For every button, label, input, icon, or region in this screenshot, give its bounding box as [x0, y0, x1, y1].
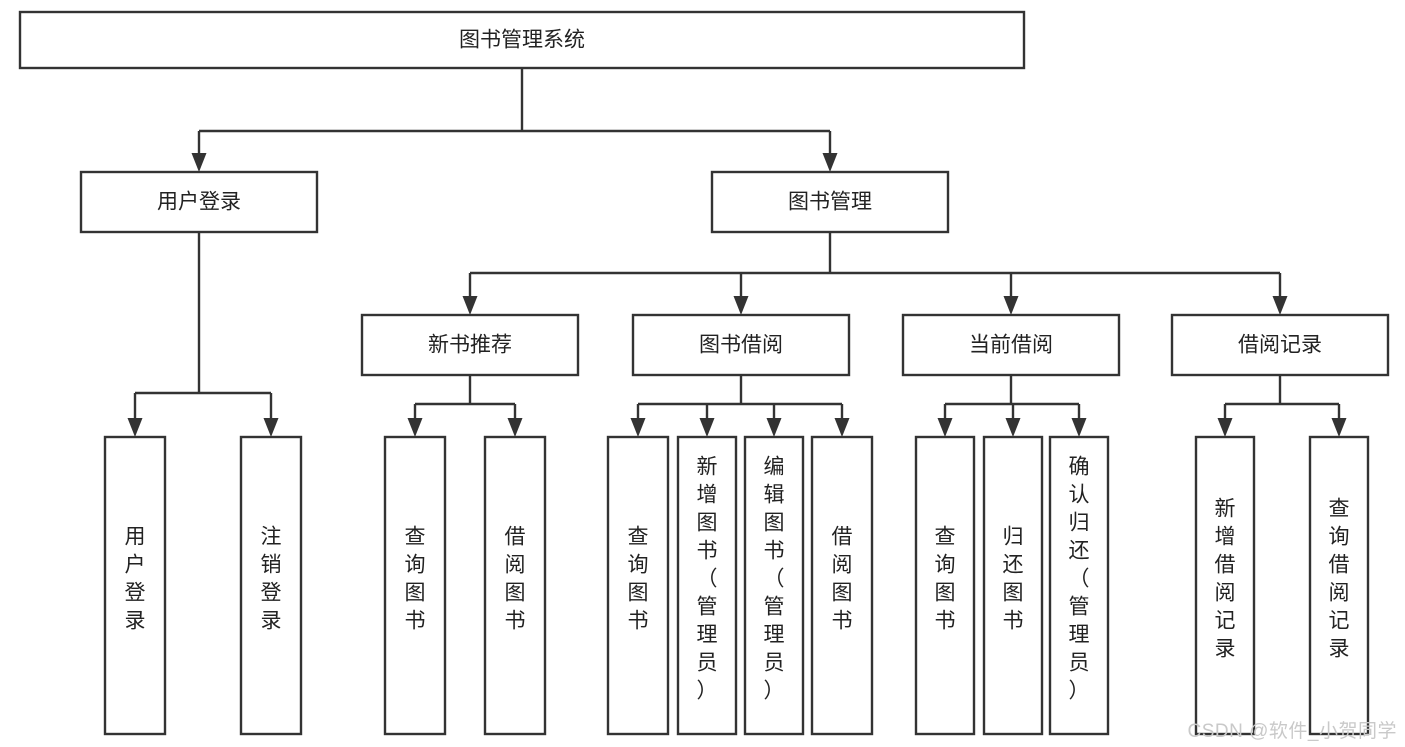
node-box-book-borrow [631, 313, 851, 377]
node-leaf-query-book-1[interactable]: 查询图书 [383, 435, 447, 736]
node-root[interactable]: 图书管理系统 [18, 10, 1026, 70]
node-label-leaf-return-book: 归还图书 [1003, 526, 1024, 633]
node-box-leaf-confirm-return [1048, 435, 1110, 736]
node-label-root: 图书管理系统 [459, 29, 585, 52]
node-label-leaf-borrow-book-2: 借阅图书 [832, 526, 853, 633]
book-borrow-to-leaves-arrow-3 [834, 418, 850, 437]
node-label-leaf-query-book-3: 查询图书 [935, 526, 956, 633]
node-label-book-manage: 图书管理 [788, 191, 872, 214]
book-manage-to-level3-arrow-3 [1272, 296, 1288, 315]
node-box-leaf-edit-book [743, 435, 805, 736]
book-borrow-to-leaves-arrow-0 [630, 418, 646, 437]
node-label-borrow-record: 借阅记录 [1238, 334, 1322, 357]
node-box-user-login [79, 170, 319, 234]
node-leaf-add-record[interactable]: 新增借阅记录 [1194, 435, 1256, 736]
node-box-leaf-user-logout [239, 435, 303, 736]
node-label-book-borrow: 图书借阅 [699, 334, 783, 357]
node-label-leaf-user-login: 用户登录 [125, 526, 146, 633]
borrow-record-to-leaves-arrow-1 [1331, 418, 1347, 437]
node-label-leaf-add-record: 新增借阅记录 [1215, 498, 1236, 661]
root-to-level2-arrow-0 [191, 153, 207, 172]
node-layer: 图书管理系统用户登录图书管理新书推荐图书借阅当前借阅借阅记录用户登录注销登录查询… [18, 10, 1390, 736]
node-book-borrow[interactable]: 图书借阅 [631, 313, 851, 377]
node-box-leaf-query-book-2 [606, 435, 670, 736]
new-book-recommend-to-leaves-arrow-1 [507, 418, 523, 437]
node-leaf-user-login[interactable]: 用户登录 [103, 435, 167, 736]
root-to-level2-arrow-1 [822, 153, 838, 172]
node-label-leaf-confirm-return: 确认归还（管理员） [1069, 456, 1090, 703]
node-box-leaf-return-book [982, 435, 1044, 736]
node-label-leaf-query-book-2: 查询图书 [628, 526, 649, 633]
node-leaf-query-book-2[interactable]: 查询图书 [606, 435, 670, 736]
node-label-leaf-edit-book: 编辑图书（管理员） [764, 456, 785, 703]
node-box-leaf-query-book-3 [914, 435, 976, 736]
node-box-leaf-borrow-book-1 [483, 435, 547, 736]
book-borrow-to-leaves-arrow-1 [699, 418, 715, 437]
current-borrow-to-leaves-arrow-1 [1005, 418, 1021, 437]
node-box-leaf-query-book-1 [383, 435, 447, 736]
borrow-record-to-leaves-arrow-0 [1217, 418, 1233, 437]
book-borrow-to-leaves-arrow-2 [766, 418, 782, 437]
node-box-root [18, 10, 1026, 70]
new-book-recommend-to-leaves-arrow-0 [407, 418, 423, 437]
node-user-login[interactable]: 用户登录 [79, 170, 319, 234]
node-label-current-borrow: 当前借阅 [969, 334, 1053, 357]
node-new-book-recommend[interactable]: 新书推荐 [360, 313, 580, 377]
book-manage-to-level3-arrow-2 [1003, 296, 1019, 315]
node-label-new-book-recommend: 新书推荐 [428, 334, 512, 357]
book-manage-to-level3-arrow-1 [733, 296, 749, 315]
node-book-manage[interactable]: 图书管理 [710, 170, 950, 234]
node-leaf-edit-book[interactable]: 编辑图书（管理员） [743, 435, 805, 736]
node-leaf-confirm-return[interactable]: 确认归还（管理员） [1048, 435, 1110, 736]
node-box-current-borrow [901, 313, 1121, 377]
node-box-new-book-recommend [360, 313, 580, 377]
node-box-borrow-record [1170, 313, 1390, 377]
node-box-book-manage [710, 170, 950, 234]
node-leaf-borrow-book-1[interactable]: 借阅图书 [483, 435, 547, 736]
node-box-leaf-add-book [676, 435, 738, 736]
user-login-to-leaves-arrow-0 [127, 418, 143, 437]
node-leaf-query-record[interactable]: 查询借阅记录 [1308, 435, 1370, 736]
node-label-leaf-user-logout: 注销登录 [261, 526, 282, 633]
node-leaf-query-book-3[interactable]: 查询图书 [914, 435, 976, 736]
node-box-leaf-query-record [1308, 435, 1370, 736]
node-label-leaf-query-record: 查询借阅记录 [1329, 498, 1350, 661]
node-label-leaf-add-book: 新增图书（管理员） [697, 456, 718, 703]
node-leaf-return-book[interactable]: 归还图书 [982, 435, 1044, 736]
node-current-borrow[interactable]: 当前借阅 [901, 313, 1121, 377]
current-borrow-to-leaves-arrow-0 [937, 418, 953, 437]
connector-layer [127, 68, 1347, 437]
node-leaf-add-book[interactable]: 新增图书（管理员） [676, 435, 738, 736]
node-label-leaf-query-book-1: 查询图书 [405, 526, 426, 633]
node-label-leaf-borrow-book-1: 借阅图书 [505, 526, 526, 633]
node-box-leaf-add-record [1194, 435, 1256, 736]
current-borrow-to-leaves-arrow-2 [1071, 418, 1087, 437]
node-leaf-user-logout[interactable]: 注销登录 [239, 435, 303, 736]
book-manage-to-level3-arrow-0 [462, 296, 478, 315]
node-leaf-borrow-book-2[interactable]: 借阅图书 [810, 435, 874, 736]
user-login-to-leaves-arrow-1 [263, 418, 279, 437]
node-borrow-record[interactable]: 借阅记录 [1170, 313, 1390, 377]
node-box-leaf-user-login [103, 435, 167, 736]
node-label-user-login: 用户登录 [157, 191, 241, 214]
node-box-leaf-borrow-book-2 [810, 435, 874, 736]
